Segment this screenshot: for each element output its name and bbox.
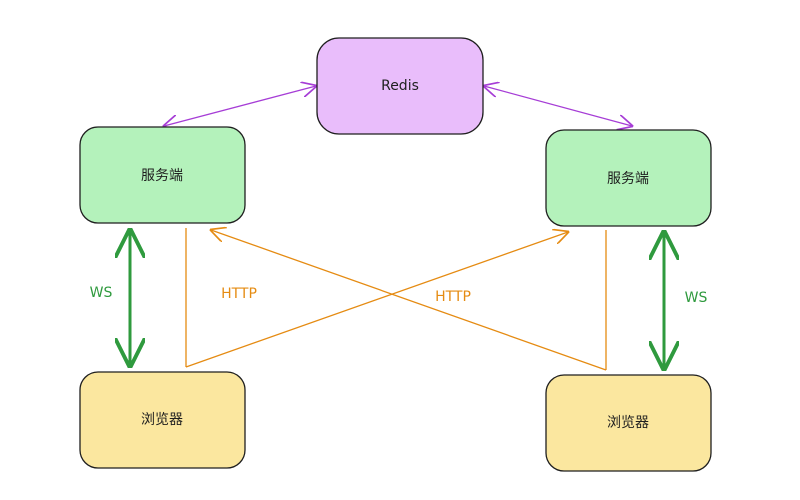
ws-right-label: WS [685, 290, 708, 306]
redis-link-left-arrow [164, 86, 316, 126]
http-left-label: HTTP [221, 286, 257, 302]
browser-right-label: 浏览器 [607, 415, 649, 431]
redis-node: Redis [316, 37, 484, 135]
server-left-label: 服务端 [141, 168, 183, 184]
http-right-label: HTTP [435, 289, 471, 305]
redis-node-label: Redis [381, 78, 419, 94]
redis-link-right-arrow [484, 86, 632, 126]
http-left-arrow [185, 228, 568, 368]
server-right-node: 服务端 [545, 129, 712, 227]
browser-left-label: 浏览器 [141, 412, 183, 428]
http-right-arrow [211, 230, 607, 371]
browser-right-node: 浏览器 [545, 374, 712, 472]
browser-left-node: 浏览器 [79, 371, 246, 469]
server-right-label: 服务端 [607, 171, 649, 187]
server-left-node: 服务端 [79, 126, 246, 224]
ws-left-label: WS [90, 285, 113, 301]
